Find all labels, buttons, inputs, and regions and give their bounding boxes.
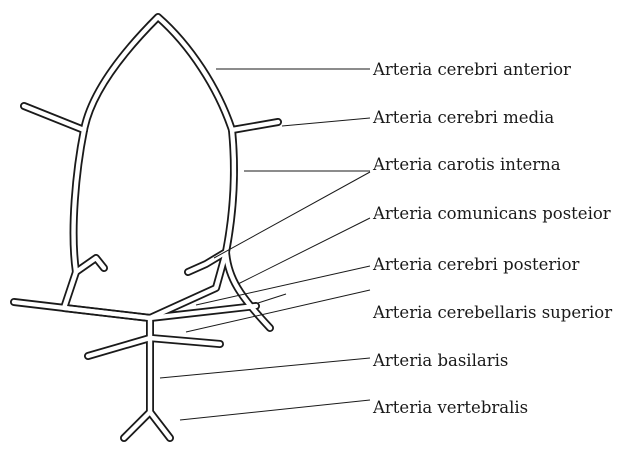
vessel-left-middle-branch-lumen [24, 106, 84, 130]
vessel-left-wall-lumen [74, 130, 84, 272]
vessel-posterior-left-lumen [14, 302, 150, 318]
vessel-cerebellar-left-lumen [88, 338, 150, 356]
label-comunicans-posterior: Arteria comunicans posteior [372, 204, 611, 223]
vessel-cerebellar-right-lumen [150, 338, 220, 344]
leader-vertebralis [180, 400, 370, 420]
label-cerebellaris-superior: Arteria cerebellaris superior [372, 303, 612, 322]
label-vertebralis: Arteria vertebralis [372, 398, 528, 417]
leader-cerebri-posterior-2 [258, 294, 286, 303]
labels: Arteria cerebri anterior Arteria cerebri… [372, 60, 612, 417]
label-cerebri-anterior: Arteria cerebri anterior [372, 60, 571, 79]
vessel-network [14, 17, 278, 438]
label-carotis-interna: Arteria carotis interna [372, 155, 561, 174]
leader-comunicans-posterior [238, 218, 370, 284]
leader-basilaris [160, 358, 370, 378]
vessel-vertebralis-left-lumen [124, 412, 150, 438]
vessel-vertebralis-right-lumen [150, 412, 170, 438]
label-cerebri-posterior: Arteria cerebri posterior [372, 255, 580, 274]
label-cerebri-media: Arteria cerebri media [372, 108, 554, 127]
vessel-anterior-arc [84, 17, 232, 130]
leader-cerebri-media [282, 118, 370, 126]
label-basilaris: Arteria basilaris [372, 351, 508, 370]
